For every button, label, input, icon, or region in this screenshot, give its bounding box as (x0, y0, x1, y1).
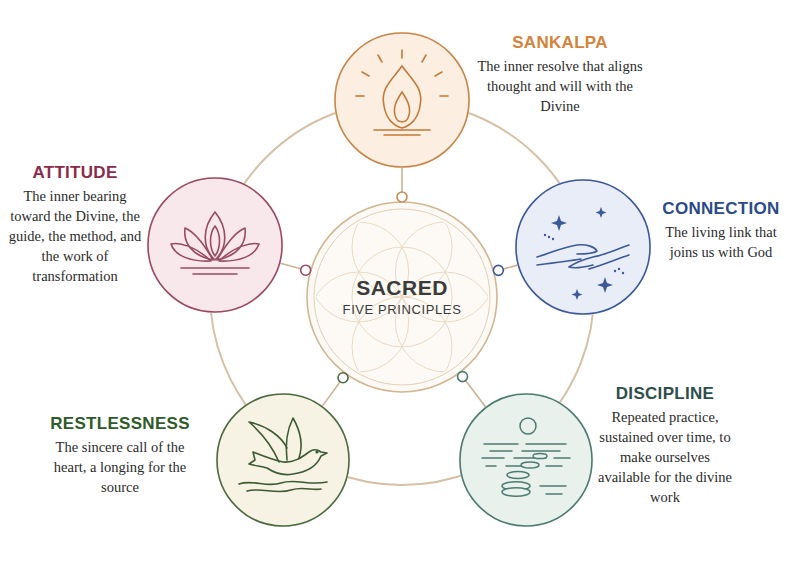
principle-circle: CONNECTIONThe living link that joins us … (515, 179, 651, 315)
connector-dot (458, 372, 468, 382)
principle-description: The inner bearing toward the Divine, the… (8, 186, 142, 286)
text-group: RESTLESSNESS The sincere call of the hear… (42, 414, 198, 497)
flower-pattern (309, 197, 496, 397)
circle-border (335, 33, 469, 167)
principle-description: The sincere call of the heart, a longing… (42, 437, 198, 497)
center-circle: SACRED FIVE PRINCIPLES (307, 202, 497, 392)
text-group: SACRED FIVE PRINCIPLES (307, 202, 497, 392)
center-inner-ring (314, 209, 490, 385)
circle-outline (216, 393, 350, 527)
principle-heading: CONNECTION (662, 199, 779, 219)
attitude-fill (147, 177, 283, 313)
circle-border (516, 180, 650, 314)
connector-dot (301, 265, 311, 275)
principle-heading: ATTITUDE (32, 163, 117, 183)
circle-border (217, 394, 349, 526)
circle-outline (459, 393, 593, 527)
circle-border (460, 394, 592, 526)
principle-heading: SANKALPA (512, 33, 608, 53)
principle-circle: SANKALPAThe inner resolve that aligns th… (334, 32, 470, 168)
principle-circle: ATTITUDEThe inner bearing toward the Div… (147, 177, 283, 313)
discipline-fill (459, 393, 593, 527)
connector (323, 373, 349, 406)
principle-circle: DISCIPLINERepeated practice, sustained o… (459, 393, 593, 527)
lotus-icon (171, 212, 259, 274)
circle-outline (147, 177, 283, 313)
stones-icon (482, 418, 570, 496)
text-group: DISCIPLINE Repeated practice, sustained o… (597, 384, 733, 507)
connection-fill (515, 179, 651, 315)
hands-icon (537, 207, 629, 300)
flame-icon (356, 50, 448, 135)
principle-circle: RESTLESSNESSThe sincere call of the hear… (216, 393, 350, 527)
center-title: SACRED (356, 276, 448, 300)
text-group: SANKALPA The inner resolve that aligns th… (474, 33, 646, 116)
restlessness-fill (216, 393, 350, 527)
center-circle-fill (307, 202, 497, 392)
principle-description: Repeated practice, sustained over time, … (597, 407, 733, 507)
connector (281, 263, 311, 275)
connector (458, 372, 486, 407)
center-subtitle: FIVE PRINCIPLES (343, 302, 462, 318)
text-group: CONNECTION The living link that joins us … (650, 199, 792, 262)
sankalpa-fill (334, 32, 470, 168)
principle-heading: DISCIPLINE (616, 384, 714, 404)
connector-dot (338, 373, 348, 383)
text-group: ATTITUDE The inner bearing toward the Div… (8, 163, 142, 286)
connector (397, 168, 407, 202)
dove-icon (239, 418, 327, 492)
connector-dot (493, 265, 503, 275)
circle-outline (515, 179, 651, 315)
principle-description: The living link that joins us with God (650, 222, 792, 262)
principle-heading: RESTLESSNESS (50, 414, 190, 434)
connector-dot (397, 192, 407, 202)
circle-outline (334, 32, 470, 168)
principle-description: The inner resolve that aligns thought an… (474, 56, 646, 116)
connector (493, 265, 517, 275)
circle-border (148, 178, 282, 312)
